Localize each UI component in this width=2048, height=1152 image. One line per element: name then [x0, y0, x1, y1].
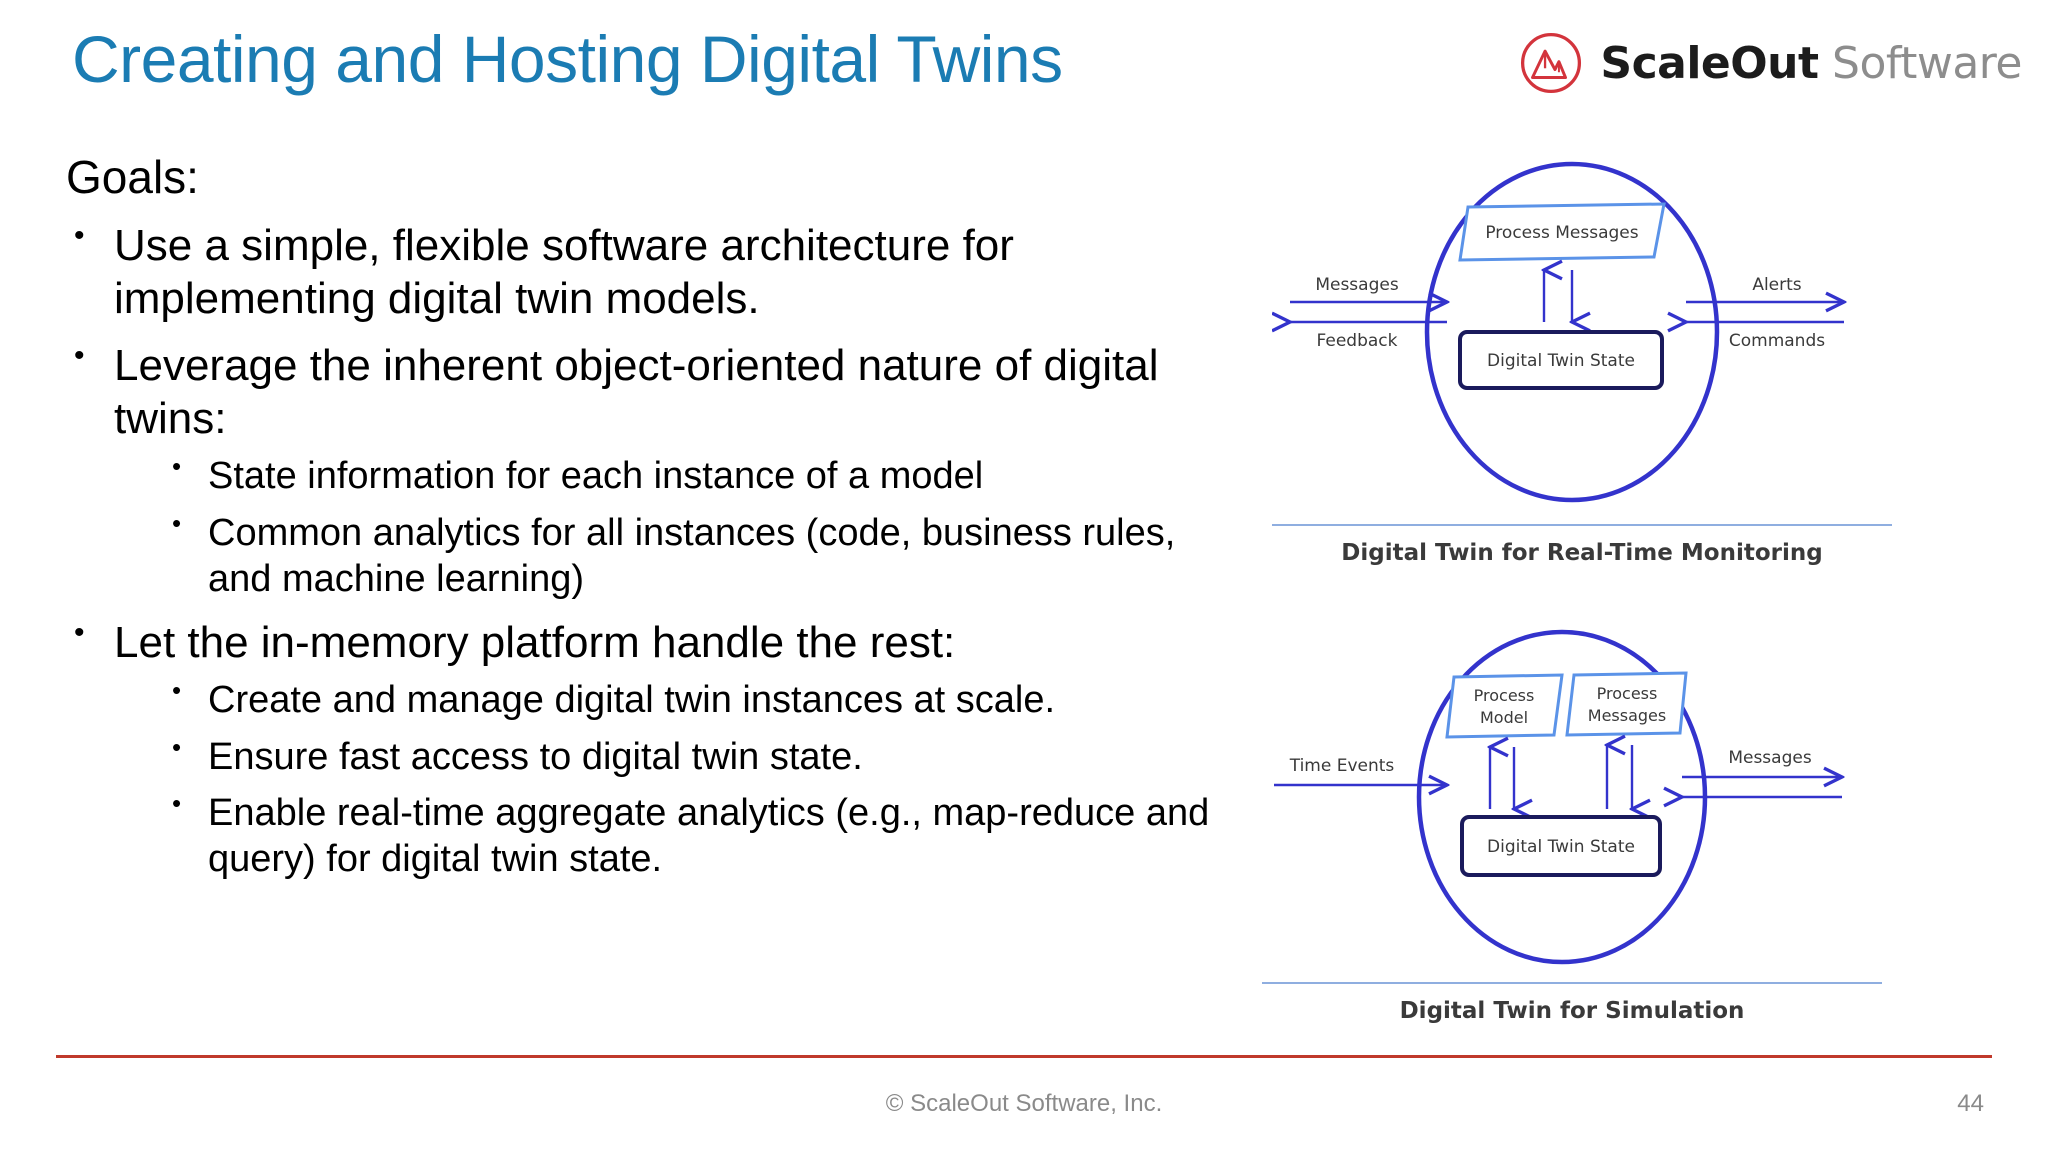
- bullet-text: Let the in-memory platform handle the re…: [114, 617, 956, 667]
- diagram-monitoring-graphic: Process Messages Digital Twin State Mess…: [1272, 161, 1892, 503]
- sub-bullet-item: State information for each instance of a…: [162, 451, 1226, 499]
- bullet-text: Leverage the inherent object-oriented na…: [114, 340, 1159, 443]
- process-messages-shape: [1458, 202, 1666, 262]
- process-messages-label-line2: Messages: [1588, 706, 1666, 725]
- sub-bullet-item: Enable real-time aggregate analytics (e.…: [162, 788, 1226, 883]
- scaleout-mountain-logo-icon: [1521, 32, 1582, 94]
- bullet-list-level1: Use a simple, flexible software architec…: [66, 218, 1226, 883]
- logo-word-software: Software: [1832, 37, 2022, 89]
- digital-twin-state-box: [1458, 330, 1664, 390]
- diagram-digital-twin-simulation: Process Model Process Messages Digital T…: [1262, 612, 1882, 1032]
- footer-copyright: © ScaleOut Software, Inc.: [885, 1090, 1163, 1117]
- page-title: Creating and Hosting Digital Twins: [72, 22, 1063, 96]
- sub-bullet-item: Ensure fast access to digital twin state…: [162, 732, 1226, 780]
- page-number: 44: [1957, 1090, 1984, 1117]
- bullet-item: Let the in-memory platform handle the re…: [66, 615, 1226, 883]
- bullet-item: Leverage the inherent object-oriented na…: [66, 338, 1226, 603]
- bullet-list-level2: Create and manage digital twin instances…: [114, 675, 1226, 883]
- caption-divider: [1272, 524, 1892, 526]
- slide-body: Goals: Use a simple, flexible software a…: [66, 150, 1226, 897]
- process-model-label-line2: Model: [1480, 708, 1528, 727]
- sub-bullet-item: Create and manage digital twin instances…: [162, 675, 1226, 723]
- label-time-events: Time Events: [1289, 756, 1395, 776]
- footer-divider: [56, 1055, 1992, 1058]
- logo-word-scaleout: ScaleOut: [1600, 37, 1819, 89]
- diagram-caption: Digital Twin for Simulation: [1399, 998, 1745, 1024]
- label-alerts: Alerts: [1752, 275, 1801, 295]
- digital-twin-state-box: [1460, 815, 1662, 877]
- process-messages-label-line1: Process: [1597, 684, 1658, 703]
- caption-divider: [1262, 982, 1882, 984]
- diagram-digital-twin-monitoring: Process Messages Digital Twin State Mess…: [1272, 142, 1892, 566]
- label-feedback: Feedback: [1317, 331, 1398, 351]
- label-commands: Commands: [1729, 331, 1825, 351]
- digital-twin-state-label: Digital Twin State: [1487, 837, 1635, 857]
- digital-twin-state-label: Digital Twin State: [1487, 351, 1635, 371]
- bullet-list-level2: State information for each instance of a…: [114, 451, 1226, 603]
- twin-boundary-circle: [1424, 161, 1720, 503]
- label-messages: Messages: [1728, 748, 1812, 768]
- process-model-shape: [1445, 673, 1564, 739]
- diagram-caption: Digital Twin for Real-Time Monitoring: [1341, 540, 1823, 566]
- goals-label: Goals:: [66, 151, 199, 203]
- logo-wordmark: ScaleOut Software: [1600, 38, 2022, 89]
- process-messages-label: Process Messages: [1485, 223, 1638, 243]
- process-model-label-line1: Process: [1474, 686, 1535, 705]
- label-messages: Messages: [1315, 275, 1399, 295]
- bullet-item: Use a simple, flexible software architec…: [66, 218, 1226, 326]
- diagram-simulation-graphic: Process Model Process Messages Digital T…: [1274, 629, 1882, 965]
- process-messages-shape: [1565, 671, 1688, 737]
- sub-bullet-item: Common analytics for all instances (code…: [162, 508, 1226, 603]
- brand-logo: ScaleOut Software: [1518, 30, 2022, 96]
- bullet-text: Use a simple, flexible software architec…: [114, 221, 1014, 324]
